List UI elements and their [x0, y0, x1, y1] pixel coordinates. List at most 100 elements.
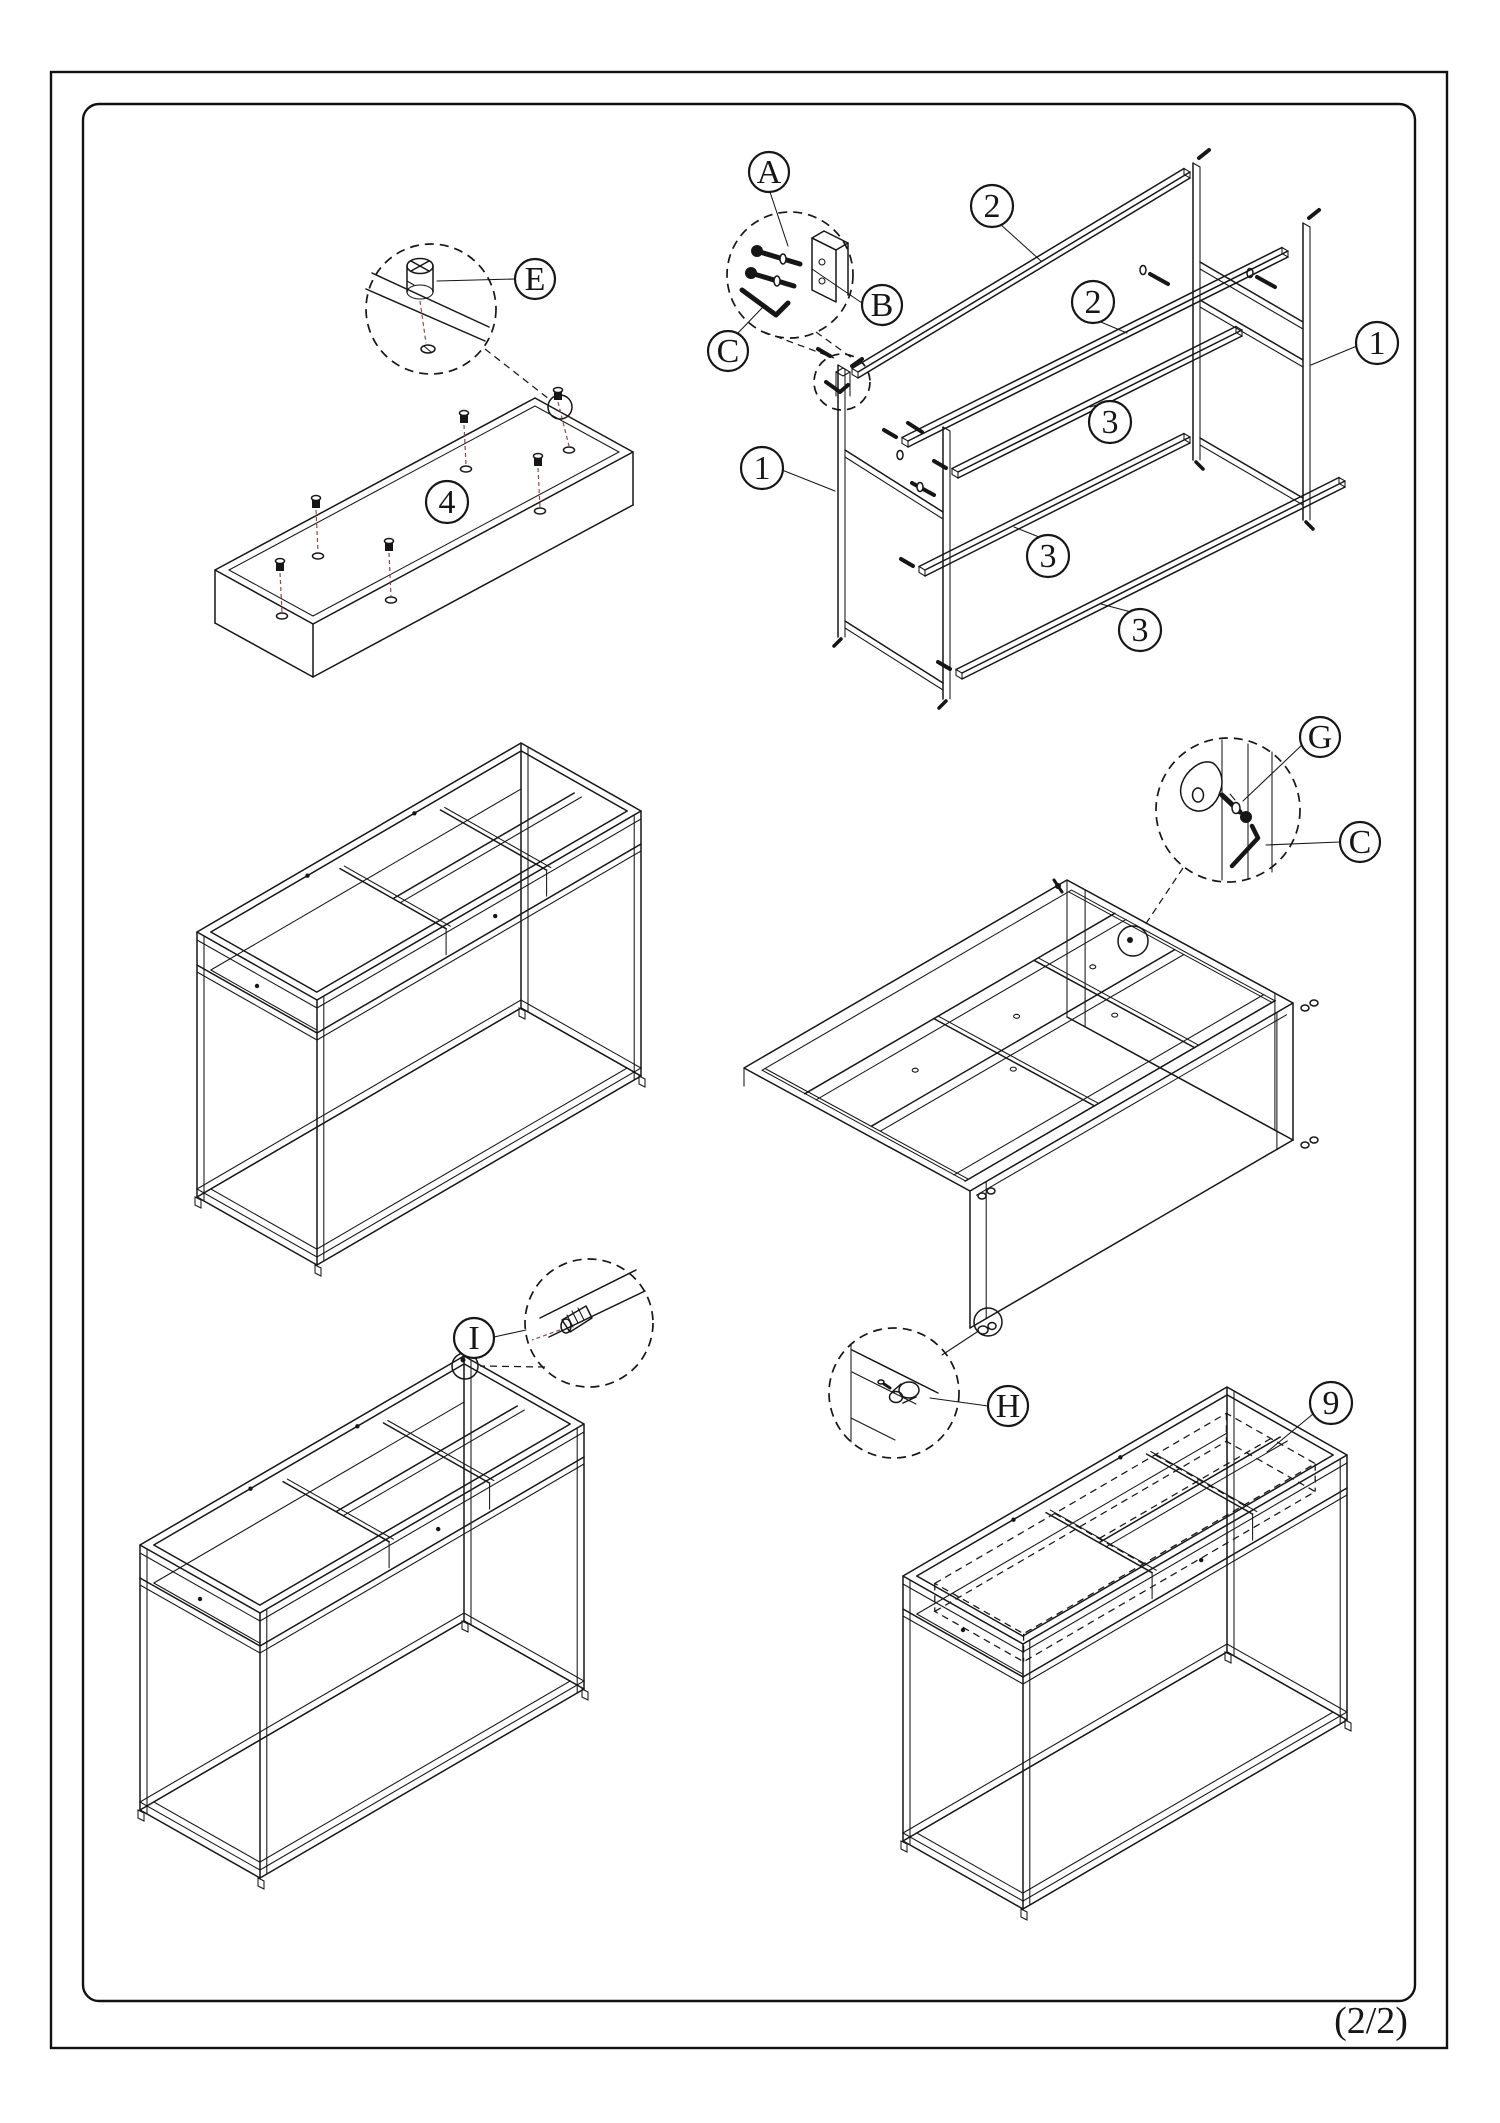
callout-text: 3 [1102, 404, 1119, 441]
line-art [851, 1371, 917, 1405]
bottom-shelf-top [901, 1643, 1349, 1902]
line-art [907, 256, 1289, 448]
bolt-dot [412, 811, 417, 816]
bracket-highlight [1117, 925, 1149, 957]
top-rim-inner [916, 1394, 1334, 1637]
bolt-a [850, 357, 864, 368]
callouts: E 4 A B C 2 2 3 3 3 1 1 G C H I 9 [424, 150, 1400, 1428]
callout-text: H [996, 1388, 1021, 1425]
line-art [916, 1432, 1228, 1615]
line-art [1022, 1494, 1348, 1685]
rail-end [1281, 246, 1289, 258]
label-leader [1266, 1413, 1314, 1453]
panel-top [214, 397, 634, 625]
foot [137, 1809, 145, 1822]
foot [461, 1620, 469, 1633]
line-art [818, 277, 826, 285]
line-art [259, 1463, 585, 1654]
bolt-head [745, 267, 757, 279]
cam-hole [562, 446, 576, 454]
hardware [932, 459, 948, 470]
line-art [1037, 957, 1200, 1046]
cam-bolt-cap [274, 557, 286, 565]
line-art [196, 964, 318, 1034]
corner-highlight [547, 394, 573, 420]
line-art [955, 476, 1340, 671]
line-art [844, 620, 944, 684]
line-art [153, 1401, 465, 1584]
line-art [902, 1615, 1024, 1685]
top-rim-inner [153, 1363, 571, 1606]
foot [1020, 1908, 1028, 1921]
cam-bolt-cap [552, 386, 564, 394]
cam-hole [275, 612, 289, 620]
callout-text: 9 [1323, 1385, 1340, 1422]
step-bottom-panel-insert [900, 1386, 1352, 1921]
foot [257, 1877, 265, 1890]
cam-guide [557, 401, 570, 447]
detail-link [763, 331, 835, 359]
callout-circle [513, 257, 557, 301]
line-art [1192, 162, 1201, 168]
line-art [1225, 796, 1232, 804]
callout-text: E [525, 261, 546, 298]
label-leader [493, 1329, 527, 1338]
label-leader [1242, 743, 1304, 802]
callout-text: A [757, 154, 782, 191]
line-art [844, 627, 944, 691]
cam-guide [537, 467, 541, 508]
callout-text: G [1308, 719, 1333, 756]
callout-hardware-I: I [452, 1316, 496, 1360]
line-art [1066, 1016, 1294, 1141]
line-art [1302, 222, 1311, 228]
label-leader [811, 268, 863, 304]
line-art [392, 792, 575, 900]
callout-hardware-A: A [747, 150, 791, 194]
line-art [857, 171, 1191, 373]
line-art [907, 250, 1289, 442]
foot [1309, 999, 1319, 1007]
line-art [818, 258, 826, 266]
hole [911, 1067, 919, 1073]
line-art [969, 1139, 1294, 1329]
hardware [1307, 208, 1321, 220]
callout-circle [1354, 320, 1400, 366]
line-art [316, 843, 642, 1034]
line-art [1199, 268, 1304, 330]
label-leader [769, 191, 789, 247]
line-art [916, 1613, 1024, 1675]
insert-cap [560, 1318, 572, 1334]
line-art [961, 486, 1346, 680]
washer-b [779, 253, 787, 265]
bracket-g [1179, 761, 1223, 812]
cam-guide [315, 509, 319, 553]
rail-end [1183, 167, 1191, 179]
rail-end [1338, 476, 1346, 488]
line-art [139, 1584, 261, 1654]
hardware [1197, 148, 1211, 160]
callout-text: 1 [1369, 325, 1386, 362]
callout-part-9: 9 [1308, 1380, 1354, 1426]
bolt-dot [493, 913, 498, 919]
line-art [196, 971, 318, 1041]
foot [937, 699, 948, 710]
line-art [316, 850, 642, 1041]
bolt-dot [960, 1627, 966, 1633]
line-art [139, 1577, 261, 1647]
line-art [1199, 299, 1304, 361]
line-art [764, 1067, 969, 1180]
page-indicator: (2/2) [1334, 2000, 1408, 2042]
callout-circle [747, 150, 791, 194]
callout-text: 2 [984, 188, 1001, 225]
foot [1194, 460, 1205, 471]
frame-top [743, 879, 1294, 1192]
callout-text: C [1349, 824, 1372, 861]
panel-top-inner [227, 405, 621, 617]
callout-circle [1087, 399, 1133, 445]
detail-circle-H [828, 1327, 960, 1459]
detail-circle-I [524, 1258, 654, 1388]
hardware [899, 557, 915, 568]
callout-circle [1117, 607, 1163, 653]
step-panel-cam-locks [214, 243, 634, 678]
